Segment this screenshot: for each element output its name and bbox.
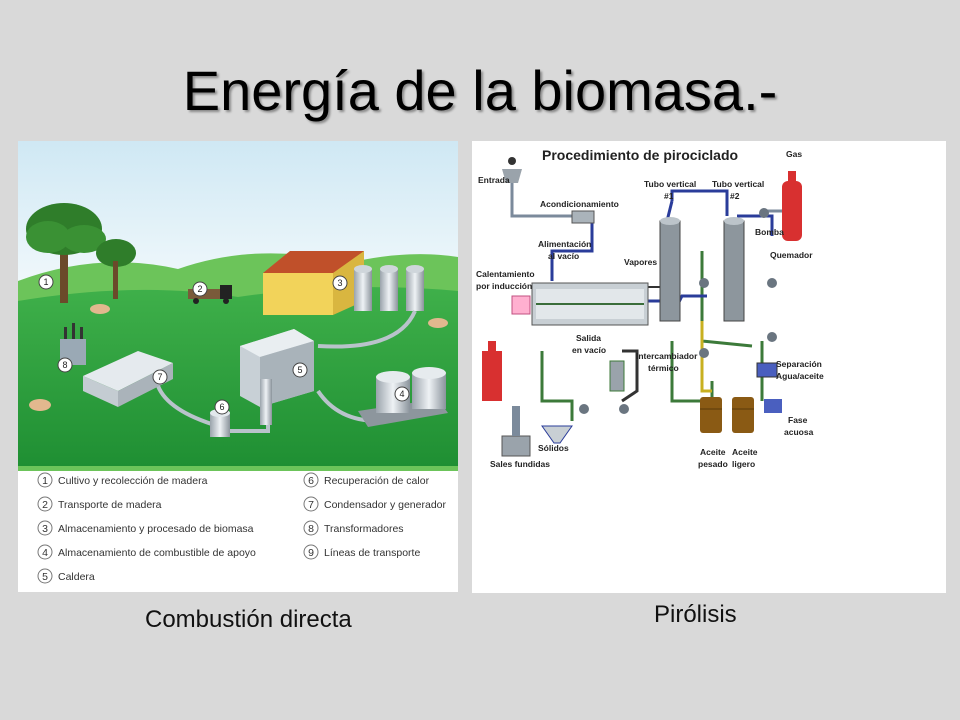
induction-heater xyxy=(482,341,502,401)
label-separacion-1: Separación xyxy=(776,359,822,369)
svg-text:4: 4 xyxy=(42,547,48,559)
svg-text:5: 5 xyxy=(42,571,48,583)
aqueous-phase-tank xyxy=(764,399,782,413)
pyrolysis-diagram: Procedimiento de pirociclado xyxy=(472,141,946,593)
svg-text:Transporte de madera: Transporte de madera xyxy=(58,499,162,511)
label-tubo1-1: Tubo vertical xyxy=(644,179,696,189)
label-fase-1: Fase xyxy=(788,415,808,425)
label-alimentacion-2: al vacío xyxy=(548,251,579,261)
label-solidos: Sólidos xyxy=(538,443,569,453)
label-calentamiento-2: por inducción xyxy=(476,281,532,291)
svg-text:Cultivo y recolección de mader: Cultivo y recolección de madera xyxy=(58,475,208,487)
legend-item-9: 9 Líneas de transporte xyxy=(303,544,420,560)
combustion-illustration: 1 2 3 4 5 6 7 8 1 Cultivo y recolección … xyxy=(18,141,458,584)
label-salida-1: Salida xyxy=(576,333,601,343)
label-aceite-ligero-1: Aceite xyxy=(732,447,758,457)
marker-4: 4 xyxy=(399,389,404,399)
caption-combustion: Combustión directa xyxy=(145,606,352,633)
grass-field xyxy=(18,287,458,466)
label-entrada: Entrada xyxy=(478,175,510,185)
svg-text:Recuperación de calor: Recuperación de calor xyxy=(324,475,430,487)
svg-text:Transformadores: Transformadores xyxy=(324,523,404,535)
label-sales: Sales fundidas xyxy=(490,459,550,469)
svg-text:9: 9 xyxy=(308,547,314,559)
water-oil-separator xyxy=(756,362,778,378)
svg-text:2: 2 xyxy=(42,499,48,511)
marker-3: 3 xyxy=(337,278,342,288)
pumps xyxy=(579,208,777,414)
number-marker-labels: 1 2 3 4 5 6 7 8 xyxy=(43,277,404,412)
svg-text:1: 1 xyxy=(42,475,48,487)
label-intercambiador-2: térmico xyxy=(648,363,679,373)
legend-item-6: 6 Recuperación de calor xyxy=(303,472,430,488)
legend-item-1: 1 Cultivo y recolección de madera xyxy=(37,472,208,488)
entrada-hopper xyxy=(502,157,522,183)
svg-text:3: 3 xyxy=(42,523,48,535)
pyrolysis-illustration: Procedimiento de pirociclado xyxy=(476,147,824,469)
storage-silos xyxy=(354,265,424,311)
vertical-tube-1 xyxy=(659,217,681,322)
number-markers xyxy=(38,274,410,415)
marker-7: 7 xyxy=(157,372,162,382)
legend-item-5: 5 Caldera xyxy=(37,568,95,584)
label-alimentacion-1: Alimentación xyxy=(538,239,591,249)
slide-title: Energía de la biomasa.- xyxy=(182,59,778,122)
tree xyxy=(26,203,136,303)
legend-item-2: 2 Transporte de madera xyxy=(37,496,162,512)
animals xyxy=(29,304,448,411)
label-aceite-pesado-1: Aceite xyxy=(700,447,726,457)
conditioning-unit xyxy=(571,210,595,224)
label-calentamiento-1: Calentamiento xyxy=(476,269,535,279)
svg-text:Líneas de transporte: Líneas de transporte xyxy=(324,547,420,559)
label-aceite-pesado-2: pesado xyxy=(698,459,728,469)
label-tubo1-2: #1 xyxy=(664,191,674,201)
label-salida-2: en vacío xyxy=(572,345,606,355)
solids-funnel xyxy=(541,425,573,444)
legend-item-3: 3 Almacenamiento y procesado de biomasa xyxy=(37,520,254,536)
label-bomba: Bomba xyxy=(755,227,784,237)
label-aceite-ligero-2: ligero xyxy=(732,459,755,469)
gas-cylinder xyxy=(782,171,802,241)
label-quemador: Quemador xyxy=(770,250,813,260)
boiler-building xyxy=(240,329,314,425)
heat-exchanger xyxy=(609,360,625,392)
label-gas: Gas xyxy=(786,149,802,159)
vertical-tube-2 xyxy=(723,217,745,322)
label-vapores: Vapores xyxy=(624,257,657,267)
label-acondicionamiento: Acondicionamiento xyxy=(540,199,619,209)
svg-text:Almacenamiento de combustible: Almacenamiento de combustible de apoyo xyxy=(58,547,256,559)
pyrolysis-title: Procedimiento de pirociclado xyxy=(542,147,738,163)
svg-text:Almacenamiento y procesado de: Almacenamiento y procesado de biomasa xyxy=(58,523,254,535)
svg-text:Condensador y generador: Condensador y generador xyxy=(324,499,447,511)
legend-item-7: 7 Condensador y generador xyxy=(303,496,447,512)
svg-text:7: 7 xyxy=(308,499,314,511)
marker-6: 6 xyxy=(219,402,224,412)
legend-item-4: 4 Almacenamiento de combustible de apoyo xyxy=(37,544,256,560)
legend-item-8: 8 Transformadores xyxy=(303,520,404,536)
molten-salts-unit xyxy=(501,406,531,457)
reactor xyxy=(511,282,649,326)
label-separacion-2: Agua/aceite xyxy=(776,371,824,381)
marker-8: 8 xyxy=(62,360,67,370)
caption-pyrolysis: Pirólisis xyxy=(654,601,737,628)
process-labels: Entrada Acondicionamiento Alimentación a… xyxy=(476,149,824,469)
combustion-legend: 1 Cultivo y recolección de madera 2 Tran… xyxy=(37,472,447,584)
combustion-diagram: 1 2 3 4 5 6 7 8 1 Cultivo y recolección … xyxy=(18,141,458,592)
oil-drums xyxy=(700,397,754,433)
label-tubo2-2: #2 xyxy=(730,191,740,201)
marker-1: 1 xyxy=(43,277,48,287)
marker-2: 2 xyxy=(197,284,202,294)
marker-5: 5 xyxy=(297,365,302,375)
svg-text:Caldera: Caldera xyxy=(58,571,95,583)
label-fase-2: acuosa xyxy=(784,427,814,437)
label-intercambiador-1: Intercambiador xyxy=(636,351,698,361)
svg-text:8: 8 xyxy=(308,523,314,535)
svg-text:6: 6 xyxy=(308,475,314,487)
label-tubo2-1: Tubo vertical xyxy=(712,179,764,189)
fuel-tanks xyxy=(358,367,448,427)
